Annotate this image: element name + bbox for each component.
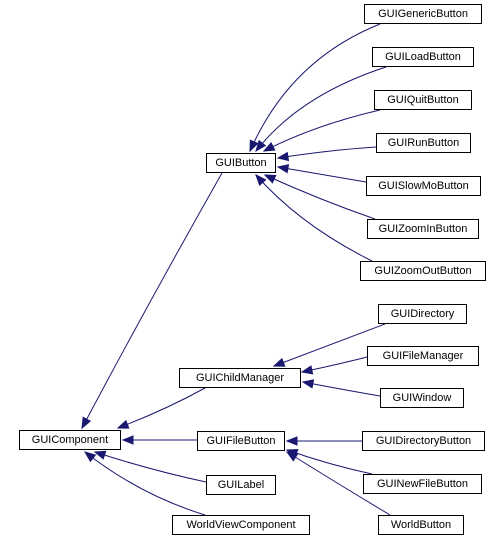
edge-GUINewFileButton-to-GUIFileButton <box>286 449 373 475</box>
arrowhead-GUILoadButton-to-GUIButton <box>255 139 267 153</box>
arrowhead-GUILabel-to-GUIComponent <box>93 450 107 460</box>
node-gui-file-manager[interactable]: GUIFileManager <box>367 346 479 366</box>
node-gui-slow-mo-button[interactable]: GUISlowMoButton <box>366 176 481 196</box>
node-gui-child-manager[interactable]: GUIChildManager <box>179 368 301 388</box>
arrowhead-GUIFileButton-to-GUIComponent <box>121 435 134 445</box>
edge-GUIQuitButton-to-GUIButton <box>263 109 381 152</box>
node-world-button[interactable]: WorldButton <box>378 515 464 535</box>
arrowhead-GUISlowMoButton-to-GUIButton <box>276 164 290 174</box>
arrowhead-GUIChildManager-to-GUIComponent <box>116 419 130 429</box>
node-gui-zoom-in-button[interactable]: GUIZoomInButton <box>367 219 479 239</box>
edge-WorldButton-to-GUIFileButton <box>286 451 391 516</box>
node-gui-directory[interactable]: GUIDirectory <box>378 304 467 324</box>
arrowhead-WorldViewComponent-to-GUIComponent <box>83 451 97 463</box>
node-gui-window[interactable]: GUIWindow <box>380 388 464 408</box>
node-world-view-component[interactable]: WorldViewComponent <box>172 515 310 535</box>
edge-GUIButton-to-GUIComponent <box>81 172 223 429</box>
edge-GUIWindow-to-GUIChildManager <box>302 381 381 397</box>
edge-GUIRunButton-to-GUIButton <box>277 146 377 159</box>
edge-GUILoadButton-to-GUIButton <box>255 66 387 152</box>
node-gui-zoom-out-button[interactable]: GUIZoomOutButton <box>360 261 486 281</box>
node-gui-run-button[interactable]: GUIRunButton <box>376 133 471 153</box>
arrowhead-GUIFileManager-to-GUIChildManager <box>300 365 314 375</box>
node-gui-component[interactable]: GUIComponent <box>19 430 121 450</box>
node-gui-button[interactable]: GUIButton <box>206 153 276 173</box>
arrowhead-GUIButton-to-GUIComponent <box>81 416 92 430</box>
node-gui-file-button[interactable]: GUIFileButton <box>197 431 285 451</box>
edge-WorldViewComponent-to-GUIComponent <box>84 451 206 516</box>
edge-GUIDirectory-to-GUIChildManager <box>273 323 386 367</box>
arrowhead-GUIGenericButton-to-GUIButton <box>249 139 259 153</box>
node-gui-label[interactable]: GUILabel <box>206 475 276 495</box>
edge-GUIZoomInButton-to-GUIButton <box>264 174 376 220</box>
arrowhead-GUIWindow-to-GUIChildManager <box>301 379 315 389</box>
arrowhead-GUIQuitButton-to-GUIButton <box>262 142 276 152</box>
node-gui-generic-button[interactable]: GUIGenericButton <box>364 4 482 24</box>
edge-GUIGenericButton-to-GUIButton <box>249 23 381 152</box>
node-gui-new-file-button[interactable]: GUINewFileButton <box>363 474 482 494</box>
arrowhead-WorldButton-to-GUIFileButton <box>285 451 299 462</box>
edge-GUISlowMoButton-to-GUIButton <box>277 166 367 183</box>
arrowhead-GUIZoomOutButton-to-GUIButton <box>255 173 267 187</box>
edge-GUIChildManager-to-GUIComponent <box>117 387 206 429</box>
arrowhead-GUIDirectory-to-GUIChildManager <box>272 357 286 367</box>
arrowhead-GUIZoomInButton-to-GUIButton <box>263 174 277 184</box>
arrowhead-GUIDirectoryButton-to-GUIFileButton <box>285 436 298 446</box>
node-gui-quit-button[interactable]: GUIQuitButton <box>374 90 472 110</box>
node-gui-directory-button[interactable]: GUIDirectoryButton <box>362 431 485 451</box>
node-gui-load-button[interactable]: GUILoadButton <box>372 47 474 67</box>
arrowhead-GUIRunButton-to-GUIButton <box>276 151 290 162</box>
edge-GUILabel-to-GUIComponent <box>94 451 207 483</box>
edge-GUIZoomOutButton-to-GUIButton <box>255 174 373 262</box>
